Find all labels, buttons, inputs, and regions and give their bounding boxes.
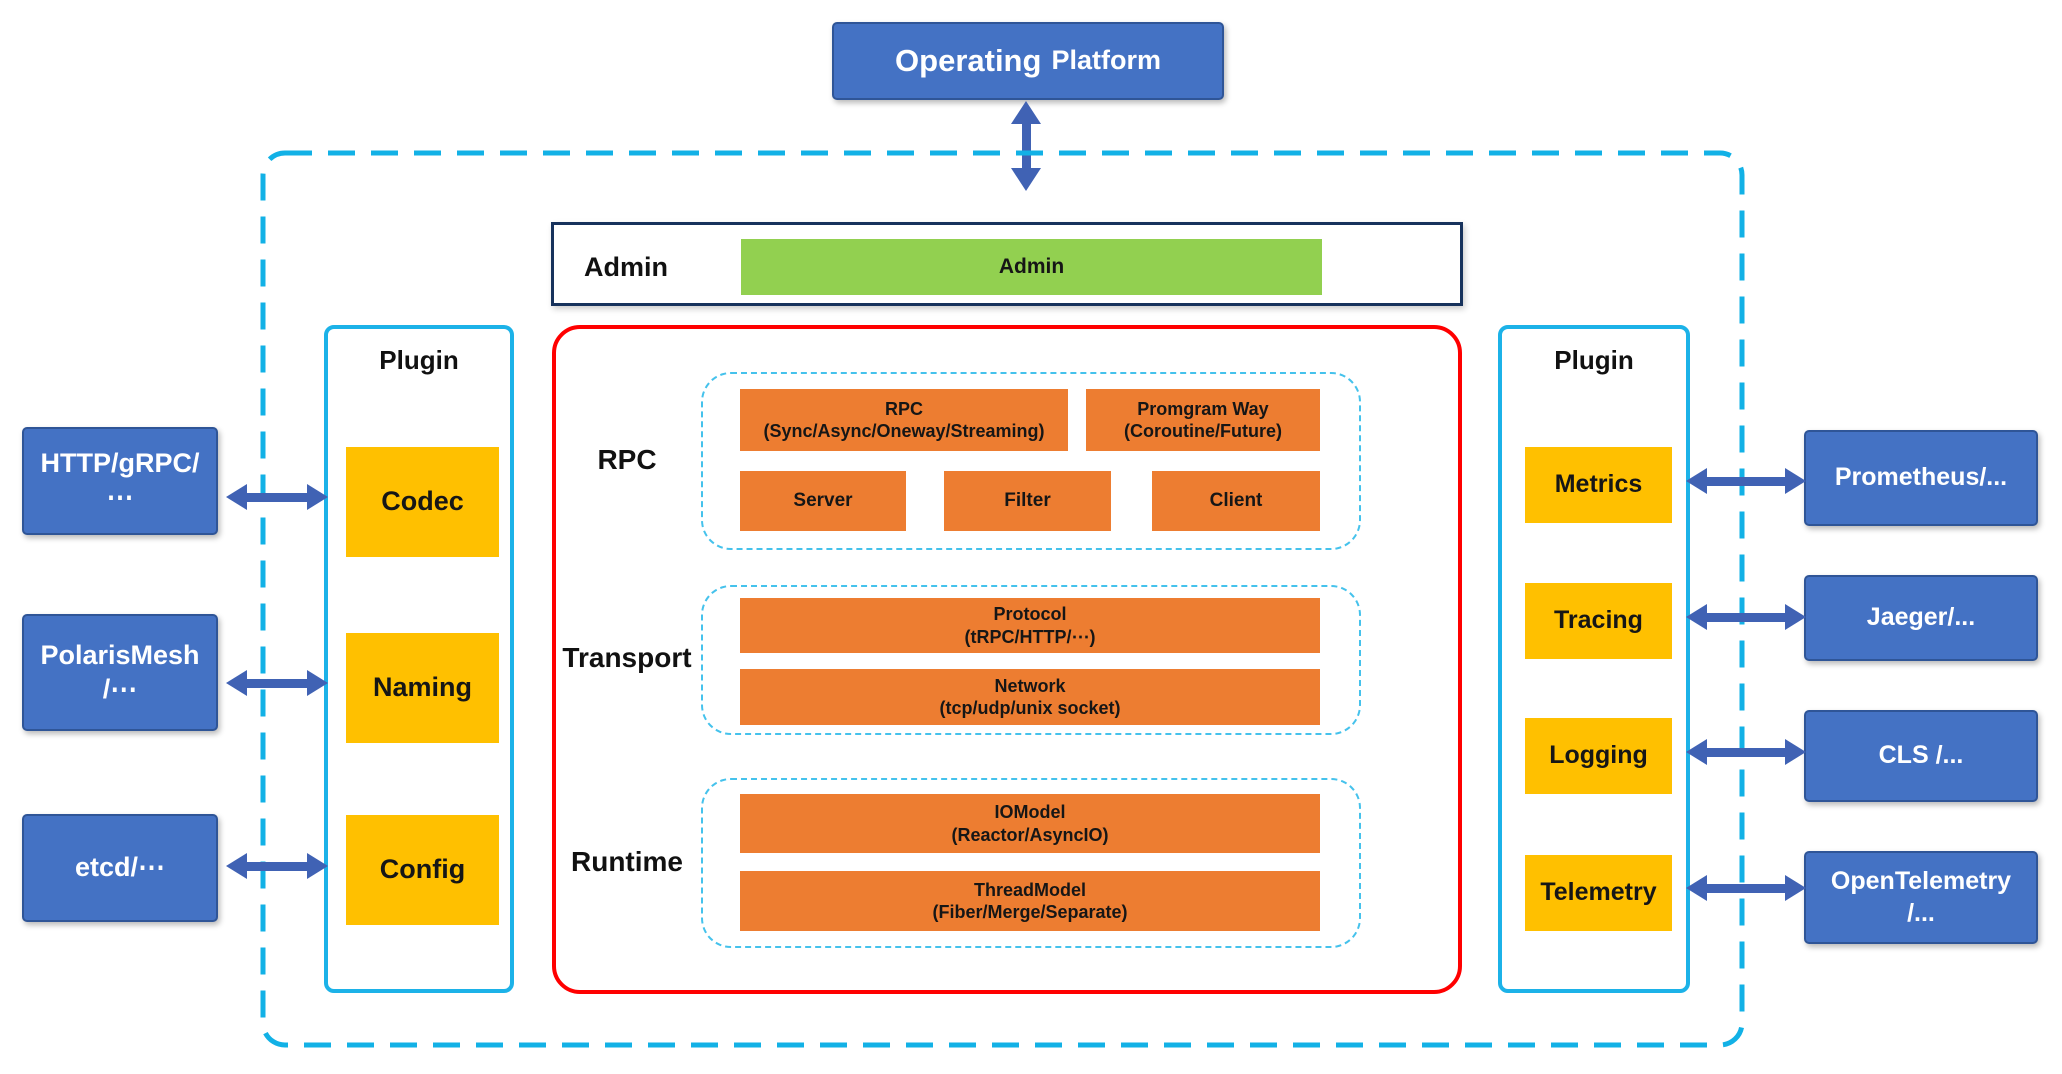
server-box: Server bbox=[740, 471, 906, 531]
iomodel-box: IOModel (Reactor/AsyncIO) bbox=[740, 794, 1320, 853]
admin-section: Admin Admin bbox=[551, 222, 1463, 306]
arrow-left-icon bbox=[226, 670, 247, 696]
arrow-polarismesh-naming bbox=[226, 668, 328, 698]
arrow-up-icon bbox=[1011, 101, 1041, 124]
codec-box: Codec bbox=[346, 447, 499, 557]
prometheus-box: Prometheus/... bbox=[1804, 430, 2038, 526]
arrow-tracing-jaeger bbox=[1686, 602, 1806, 632]
logging-box: Logging bbox=[1525, 718, 1672, 794]
arrow-left-icon bbox=[226, 853, 247, 879]
arrow-left-icon bbox=[1686, 739, 1707, 765]
arrow-left-icon bbox=[1686, 604, 1707, 630]
opentelemetry-box: OpenTelemetry /... bbox=[1804, 851, 2038, 944]
tracing-box: Tracing bbox=[1525, 583, 1672, 659]
arrow-right-icon bbox=[307, 484, 328, 510]
protocol-box: Protocol (tRPC/HTTP/⋯) bbox=[740, 598, 1320, 653]
arrow-http-codec bbox=[226, 482, 328, 512]
operating-platform-box: Operating Platform bbox=[832, 22, 1224, 100]
transport-section-label: Transport bbox=[562, 642, 692, 673]
jaeger-box: Jaeger/... bbox=[1804, 575, 2038, 661]
arrow-etcd-config bbox=[226, 851, 328, 881]
operating-platform-label-primary: Operating bbox=[895, 42, 1042, 78]
cls-box: CLS /... bbox=[1804, 710, 2038, 802]
arrow-right-icon bbox=[1785, 604, 1806, 630]
arrow-down-icon bbox=[1011, 168, 1041, 191]
threadmodel-box: ThreadModel (Fiber/Merge/Separate) bbox=[740, 871, 1320, 931]
arrow-left-icon bbox=[226, 484, 247, 510]
rpc-section-label: RPC bbox=[597, 444, 657, 475]
naming-box: Naming bbox=[346, 633, 499, 743]
network-box: Network (tcp/udp/unix socket) bbox=[740, 669, 1320, 725]
filter-box: Filter bbox=[944, 471, 1111, 531]
framework-boundary bbox=[260, 150, 1745, 1048]
admin-label: Admin bbox=[584, 251, 668, 282]
operating-platform-label-secondary: Platform bbox=[1051, 45, 1161, 76]
etcd-box: etcd/⋯ bbox=[22, 814, 218, 922]
runtime-section-label: Runtime bbox=[571, 846, 683, 877]
arrow-right-icon bbox=[307, 670, 328, 696]
arrow-right-icon bbox=[1785, 468, 1806, 494]
arrow-right-icon bbox=[307, 853, 328, 879]
plugin-right-panel: Plugin Metrics Tracing Logging Telemetry bbox=[1498, 325, 1690, 993]
arrow-left-icon bbox=[1686, 468, 1707, 494]
polarismesh-box: PolarisMesh /⋯ bbox=[22, 614, 218, 731]
client-box: Client bbox=[1152, 471, 1320, 531]
arrow-right-icon bbox=[1785, 875, 1806, 901]
metrics-box: Metrics bbox=[1525, 447, 1672, 523]
operating-platform-link-arrow bbox=[1011, 101, 1041, 191]
telemetry-box: Telemetry bbox=[1525, 855, 1672, 931]
program-way-box: Promgram Way (Coroutine/Future) bbox=[1086, 389, 1320, 451]
plugin-left-panel: Plugin Codec Naming Config bbox=[324, 325, 514, 993]
rpc-main-box: RPC (Sync/Async/Oneway/Streaming) bbox=[740, 389, 1068, 451]
arrow-logging-cls bbox=[1686, 737, 1806, 767]
http-grpc-box: HTTP/gRPC/ ⋯ bbox=[22, 427, 218, 535]
arrow-telemetry-opentelemetry bbox=[1686, 873, 1806, 903]
plugin-right-title: Plugin bbox=[1554, 345, 1634, 375]
arrow-left-icon bbox=[1686, 875, 1707, 901]
arrow-right-icon bbox=[1785, 739, 1806, 765]
plugin-left-title: Plugin bbox=[379, 345, 459, 375]
arrow-metrics-prometheus bbox=[1686, 466, 1806, 496]
admin-bar: Admin bbox=[741, 239, 1322, 295]
config-box: Config bbox=[346, 815, 499, 925]
